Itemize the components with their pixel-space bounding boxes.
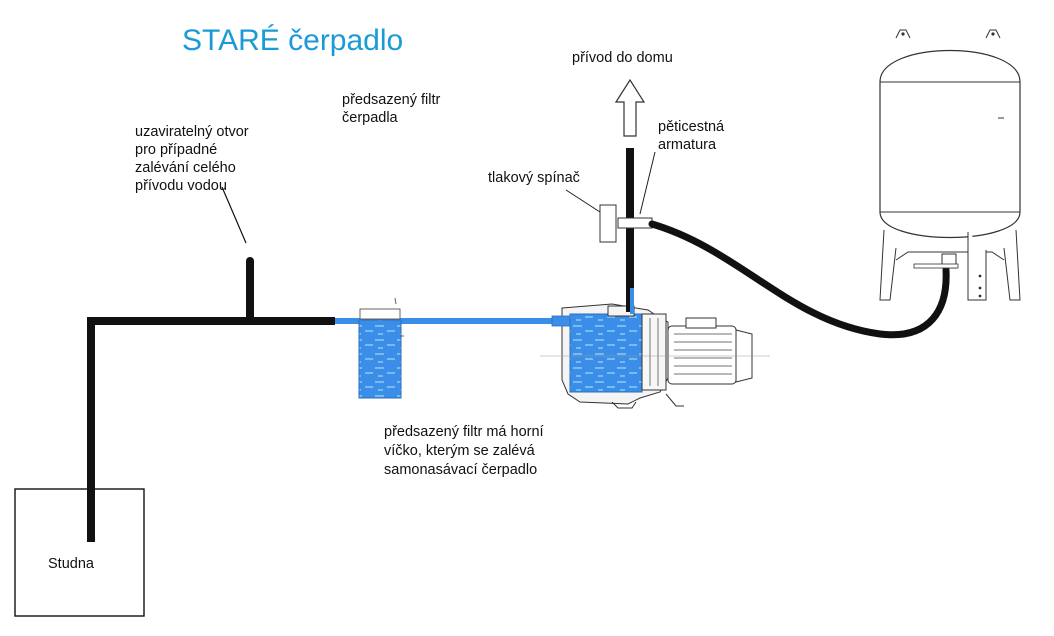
vent-label-line3: zalévání celého [135,160,236,176]
fitting-label-line1: pěticestná [658,119,725,135]
filter-note-line3: samonasávací čerpadlo [384,462,537,478]
vent-label-line2: pro případné [135,142,217,158]
pressure-switch-label: tlakový spínač [488,170,580,186]
pressure-tank-icon [879,29,1021,301]
diagram-title: STARÉ čerpadlo [182,24,403,57]
suction-pipe [87,317,335,542]
supply-label: přívod do domu [572,50,673,66]
filter-note-line2: víčko, kterým se zalévá [384,443,536,459]
well-box [14,488,145,617]
fitting-pointer-line [639,151,656,215]
well-label: Studna [48,556,95,572]
five-way-fitting [617,217,653,229]
filter-canister-icon [358,297,404,399]
filter-note-line1: předsazený filtr má horní [384,424,544,440]
pump-motor-icon [540,303,770,409]
filter-top-label-line1: předsazený filtr [342,92,440,108]
fitting-label-line2: armatura [658,137,717,153]
tank-hose [648,220,950,339]
pressure-switch-body [599,204,617,243]
vent-label-line4: přívodu vodou [135,178,227,194]
pressure-switch-pointer-line [565,189,601,213]
filter-top-label-line2: čerpadla [342,110,399,126]
vent-label-line1: uzaviratelný otvor [135,124,249,140]
vent-pointer-line [221,186,247,244]
arrow-up-icon [614,78,646,137]
